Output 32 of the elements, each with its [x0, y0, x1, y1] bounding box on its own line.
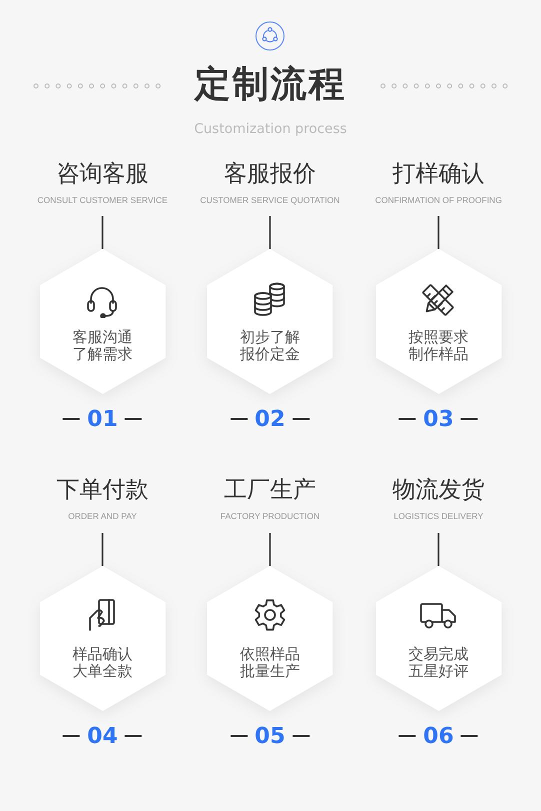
connector-line — [102, 533, 104, 566]
step-subheading: FACTORY PRODUCTION — [220, 511, 320, 522]
step-description: 交易完成五星好评 — [408, 646, 468, 680]
step-subheading: LOGISTICS DELIVERY — [394, 511, 484, 522]
step-number: 04 — [63, 724, 142, 750]
step-heading: 物流发货 — [392, 476, 484, 504]
step-description: 客服沟通了解需求 — [72, 329, 132, 363]
step-heading: 打样确认 — [392, 160, 484, 188]
connector-line — [269, 216, 271, 249]
step-description: 按照要求制作样品 — [408, 329, 468, 363]
step-number: 02 — [230, 406, 310, 432]
step-number: 05 — [230, 724, 310, 750]
connector-line — [438, 533, 440, 566]
step-heading: 下单付款 — [56, 476, 148, 504]
step-description: 样品确认大单全款 — [72, 646, 132, 680]
subtitle: Customization process — [194, 120, 347, 138]
step-heading: 客服报价 — [224, 160, 316, 188]
step-subheading: CUSTOMER SERVICE QUOTATION — [200, 195, 340, 206]
step-heading: 工厂生产 — [224, 476, 316, 504]
step-heading: 咨询客服 — [56, 160, 148, 188]
step-description: 依照样品批量生产 — [240, 646, 300, 680]
step-description: 初步了解报价定金 — [240, 329, 300, 363]
step-subheading: CONSULT CUSTOMER SERVICE — [37, 195, 168, 206]
connector-line — [438, 216, 440, 249]
step-number: 01 — [63, 406, 142, 432]
step-subheading: ORDER AND PAY — [68, 511, 137, 522]
diagram-title: 定制流程 — [194, 63, 346, 107]
connector-line — [102, 216, 104, 249]
step-subheading: CONFIRMATION OF PROOFING — [375, 195, 502, 206]
connector-line — [269, 533, 271, 566]
step-number: 03 — [399, 406, 478, 432]
step-number: 06 — [399, 724, 478, 750]
